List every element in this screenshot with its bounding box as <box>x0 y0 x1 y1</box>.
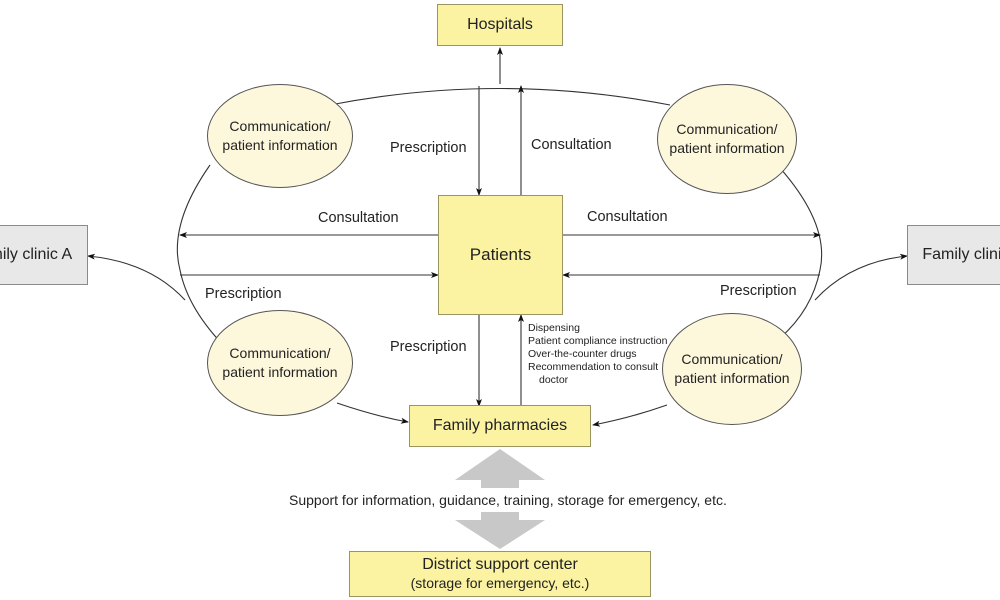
pharmacy-service-item: Patient compliance instruction <box>528 335 668 347</box>
oval-line2: patient information <box>222 137 338 153</box>
label-prescription-left: Prescription <box>205 286 282 302</box>
pharmacy-service-item: Recommendation to consult <box>528 361 659 373</box>
label-prescription-bottom: Prescription <box>390 339 467 355</box>
family-clinic-a-label: Family clinic A <box>0 246 73 263</box>
pharmacy-services-list: Dispensing Patient compliance instructio… <box>528 322 668 387</box>
family-pharmacies-node: Family pharmacies <box>409 405 591 447</box>
family-pharmacies-label: Family pharmacies <box>432 417 568 434</box>
patients-node: Patients <box>438 195 563 315</box>
communication-oval-top-right: Communication/patient information <box>657 84 797 194</box>
oval-line2: patient information <box>669 140 785 156</box>
arrow-to-clinic-b <box>814 253 908 301</box>
patients-label: Patients <box>469 245 532 264</box>
label-prescription-top: Prescription <box>390 140 467 156</box>
oval-line1: Communication/ <box>681 351 783 367</box>
family-clinic-b-node: Family clinic B <box>907 225 1000 285</box>
oval-line2: patient information <box>222 364 338 380</box>
oval-line1: Communication/ <box>676 121 778 137</box>
ring-arc-right <box>779 167 823 339</box>
label-consultation-top: Consultation <box>531 137 612 153</box>
communication-oval-bottom-left: Communication/patient information <box>207 310 353 416</box>
pharmacy-service-item: Over-the-counter drugs <box>528 348 637 360</box>
oval-line1: Communication/ <box>229 345 331 361</box>
arrow-oval-right-to-pharmacy <box>592 404 668 427</box>
support-arrow-down <box>455 512 545 549</box>
support-arrow-up <box>455 449 545 488</box>
family-clinic-b-label: Family clinic B <box>922 246 1000 263</box>
oval-line2: patient information <box>674 370 790 386</box>
district-support-center-title: District support center <box>422 556 578 573</box>
support-label: Support for information, guidance, train… <box>287 492 729 508</box>
district-support-center-node: District support center (storage for eme… <box>349 551 651 597</box>
communication-oval-top-left: Communication/patient information <box>207 84 353 188</box>
arrow-oval-left-to-pharmacy <box>336 402 409 424</box>
pharmacy-service-item: doctor <box>539 374 569 386</box>
communication-oval-bottom-right: Communication/patient information <box>662 313 802 425</box>
label-consultation-right: Consultation <box>587 209 668 225</box>
district-support-center-subtitle: (storage for emergency, etc.) <box>410 575 590 591</box>
label-prescription-right: Prescription <box>720 283 797 299</box>
family-clinic-a-node: Family clinic A <box>0 225 88 285</box>
hospitals-label: Hospitals <box>467 16 533 33</box>
arrow-to-clinic-a <box>87 253 186 301</box>
oval-line1: Communication/ <box>229 118 331 134</box>
ring-arc-left <box>176 164 229 351</box>
ring-arc-top <box>329 87 671 106</box>
pharmacy-service-item: Dispensing <box>528 322 580 334</box>
hospitals-node: Hospitals <box>437 4 563 46</box>
label-consultation-left: Consultation <box>318 210 399 226</box>
